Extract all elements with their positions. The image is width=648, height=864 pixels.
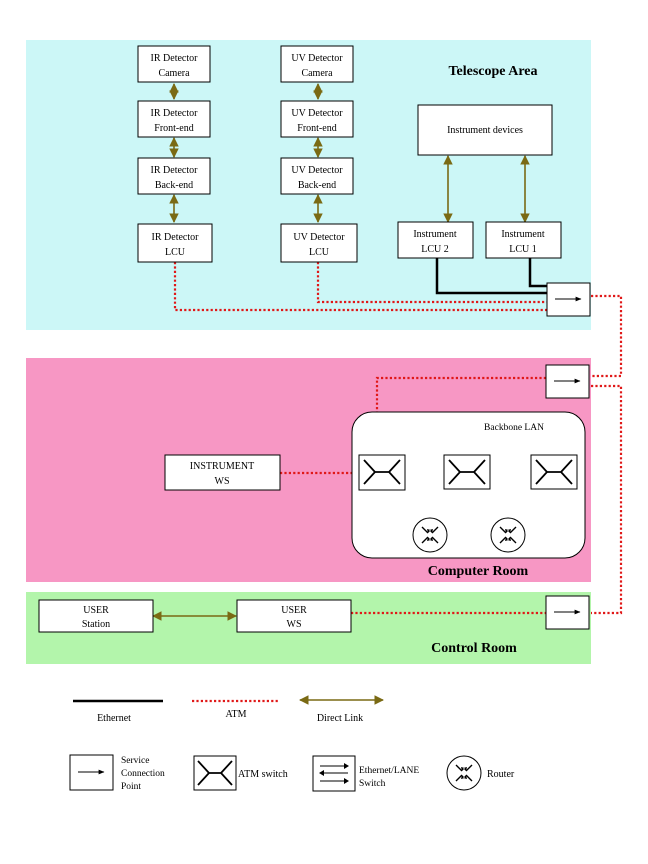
atm-switch-1 bbox=[358, 454, 406, 491]
instrument-lcu2-line1: Instrument bbox=[413, 229, 457, 240]
uv-frontend-line2: Front-end bbox=[297, 123, 336, 134]
uv-backend-line1: UV Detector bbox=[291, 165, 343, 176]
atm-switch-2 bbox=[443, 454, 491, 490]
instrument-lcu-1: Instrument LCU 1 bbox=[485, 221, 562, 259]
user-ws: USER WS bbox=[236, 599, 352, 633]
legend-ethernet-lane-line1: Ethernet/LANE bbox=[359, 766, 419, 776]
legend-service-point-line2: Connection bbox=[121, 769, 165, 779]
legend-router: Router bbox=[446, 755, 515, 791]
control-room-title: Control Room bbox=[431, 641, 517, 656]
ir-camera-line1: IR Detector bbox=[151, 53, 199, 64]
ir-lcu-atm-link bbox=[173, 262, 547, 312]
ir-backend-line2: Back-end bbox=[155, 180, 193, 191]
legend-ethernet-lane-line2: Switch bbox=[359, 779, 386, 789]
legend-service-point: Service Connection Point bbox=[69, 754, 165, 792]
ir-frontend-line1: IR Detector bbox=[151, 108, 199, 119]
user-station: USER Station bbox=[38, 599, 154, 633]
instrument-ws: INSTRUMENT WS bbox=[164, 454, 281, 491]
ir-camera-line2: Camera bbox=[158, 68, 190, 79]
legend-direct-link-label: Direct Link bbox=[317, 713, 363, 724]
legend-router-label: Router bbox=[487, 769, 515, 780]
crossed-lines-icon bbox=[448, 459, 486, 485]
user-station-line2: Station bbox=[82, 619, 110, 630]
service-connection-point-computer bbox=[545, 364, 590, 399]
ir-frontend-line2: Front-end bbox=[154, 123, 193, 134]
router-2 bbox=[490, 517, 526, 553]
instrument-lcu-2: Instrument LCU 2 bbox=[397, 221, 474, 259]
legend-ethernet-lane-switch: Ethernet/LANE Switch bbox=[312, 755, 419, 792]
lcu1-ethernet-link bbox=[528, 258, 547, 288]
user-ws-line2: WS bbox=[287, 619, 302, 630]
router-icon bbox=[455, 764, 473, 782]
telescope-area-title: Telescope Area bbox=[448, 64, 537, 79]
crossed-lines-icon bbox=[197, 760, 233, 786]
service-connection-point-control bbox=[545, 595, 590, 630]
legend-service-point-line1: Service bbox=[121, 756, 150, 766]
backbone-lan-label: Backbone LAN bbox=[484, 423, 544, 433]
ir-lcu-line2: LCU bbox=[165, 247, 186, 258]
uv-frontend-line1: UV Detector bbox=[291, 108, 343, 119]
ir-lcu-line1: IR Detector bbox=[152, 232, 200, 243]
uv-lcu-line2: LCU bbox=[309, 247, 330, 258]
uv-detector-frontend: UV Detector Front-end bbox=[280, 100, 354, 138]
service-connection-point-telescope bbox=[546, 282, 591, 317]
instrument-devices-label: Instrument devices bbox=[447, 125, 523, 136]
legend: Ethernet ATM Direct Link Service Connect… bbox=[69, 695, 515, 792]
crossed-lines-icon bbox=[535, 459, 573, 485]
uv-backend-line2: Back-end bbox=[298, 180, 336, 191]
instrument-ws-line2: WS bbox=[215, 476, 230, 487]
ir-detector-camera: IR Detector Camera bbox=[137, 45, 211, 83]
computer-control-atm-link bbox=[591, 384, 623, 615]
ir-detector-lcu: IR Detector LCU bbox=[137, 223, 213, 263]
uv-detector-lcu: UV Detector LCU bbox=[280, 223, 358, 263]
router-1 bbox=[412, 517, 448, 553]
uv-camera-line1: UV Detector bbox=[291, 53, 343, 64]
ir-detector-frontend: IR Detector Front-end bbox=[137, 100, 211, 138]
legend-atm-switch-label: ATM switch bbox=[238, 769, 288, 780]
router-icon bbox=[421, 526, 439, 544]
legend-atm-switch: ATM switch bbox=[193, 755, 288, 791]
uv-camera-line2: Camera bbox=[301, 68, 333, 79]
uv-detector-camera: UV Detector Camera bbox=[280, 45, 354, 83]
instrument-lcu2-line2: LCU 2 bbox=[421, 244, 449, 255]
instrument-devices: Instrument devices bbox=[417, 104, 553, 156]
user-ws-line1: USER bbox=[281, 605, 307, 616]
legend-service-point-line3: Point bbox=[121, 782, 141, 792]
instrument-lcu1-line2: LCU 1 bbox=[509, 244, 537, 255]
double-arrow-icon bbox=[320, 765, 348, 782]
uv-lcu-atm-link bbox=[316, 262, 547, 304]
legend-atm-label: ATM bbox=[225, 709, 246, 720]
ir-detector-backend: IR Detector Back-end bbox=[137, 157, 211, 195]
uv-lcu-line1: UV Detector bbox=[293, 232, 345, 243]
crossed-lines-icon bbox=[363, 459, 401, 485]
instrument-lcu1-line1: Instrument bbox=[501, 229, 545, 240]
lcu2-ethernet-link bbox=[435, 258, 547, 295]
computer-room-title: Computer Room bbox=[428, 564, 529, 579]
user-station-line1: USER bbox=[83, 605, 109, 616]
legend-ethernet-label: Ethernet bbox=[97, 713, 131, 724]
telescope-computer-atm-link bbox=[591, 294, 623, 378]
ir-backend-line1: IR Detector bbox=[151, 165, 199, 176]
router-icon bbox=[499, 526, 517, 544]
uv-detector-backend: UV Detector Back-end bbox=[280, 157, 354, 195]
atm-switch-3 bbox=[530, 454, 578, 490]
instrument-ws-line1: INSTRUMENT bbox=[190, 461, 254, 472]
